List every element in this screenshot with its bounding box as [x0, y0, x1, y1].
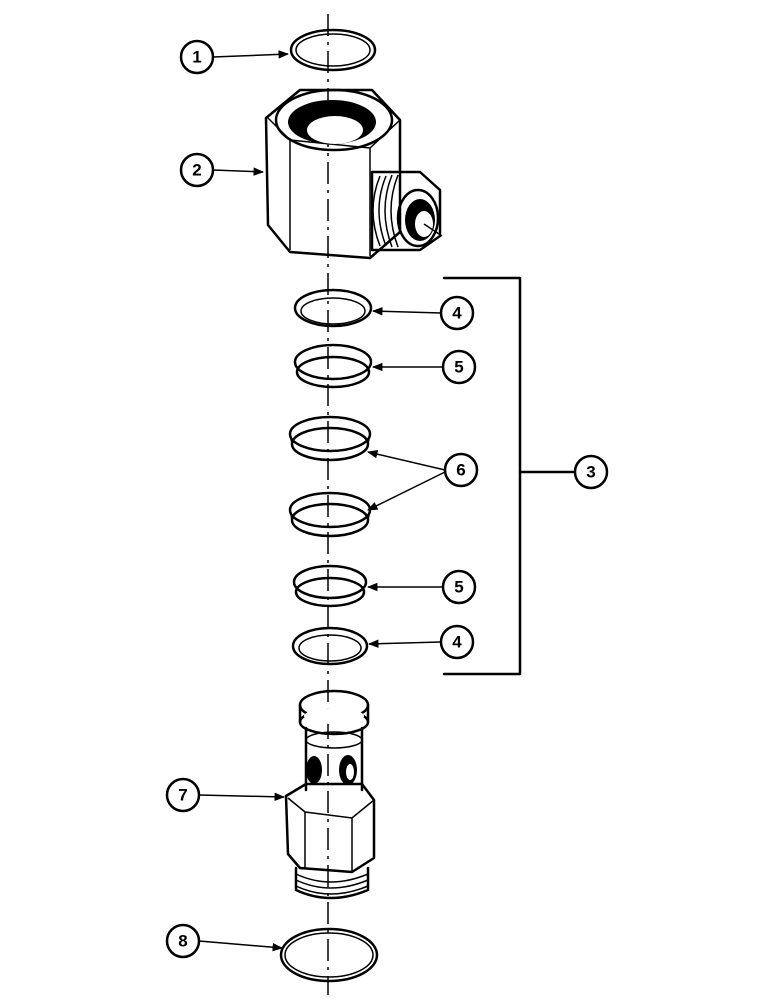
part-3-group-bracket [442, 276, 576, 676]
callout-7: 7 [165, 777, 201, 813]
part-1-o-ring [289, 28, 377, 72]
part-7-valve-cartridge [284, 689, 376, 900]
callout-2: 2 [179, 152, 215, 188]
callout-5-upper-label: 5 [454, 358, 463, 377]
callout-1-label: 1 [192, 48, 201, 67]
callout-4-lower: 4 [439, 624, 475, 660]
callout-3: 3 [573, 454, 609, 490]
part-5-seal-ring-upper [293, 343, 373, 389]
part-6-seal-upper [288, 415, 372, 462]
callout-5-upper: 5 [441, 349, 477, 385]
callout-8-label: 8 [178, 932, 187, 951]
leader-lines [198, 50, 446, 952]
callout-4-upper-label: 4 [452, 304, 462, 323]
callout-4-lower-label: 4 [452, 633, 462, 652]
callout-6-label: 6 [456, 461, 465, 480]
part-2-elbow-housing [264, 88, 443, 260]
part-6-seal-lower [288, 491, 372, 538]
callout-4-upper: 4 [439, 295, 475, 331]
callout-2-label: 2 [192, 161, 201, 180]
callout-8: 8 [165, 923, 201, 959]
callout-5-lower-label: 5 [454, 578, 463, 597]
part-4-backup-ring-upper [293, 288, 373, 328]
callout-6: 6 [443, 452, 479, 488]
part-8-o-ring [279, 927, 379, 983]
callout-5-lower: 5 [441, 569, 477, 605]
callout-1: 1 [179, 39, 215, 75]
callout-7-label: 7 [178, 786, 187, 805]
part-4-backup-ring-lower [291, 626, 369, 666]
callout-3-label: 3 [586, 463, 595, 482]
part-5-seal-ring-lower [292, 564, 368, 608]
